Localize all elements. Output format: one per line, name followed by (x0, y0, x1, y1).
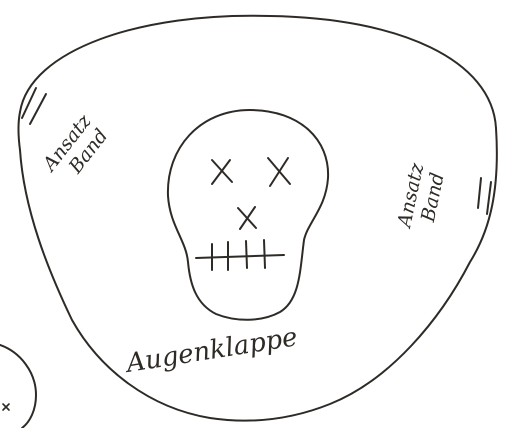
eyepatch-sketch: Ansatz Band Ansatz Band Augenklappe (0, 0, 512, 428)
